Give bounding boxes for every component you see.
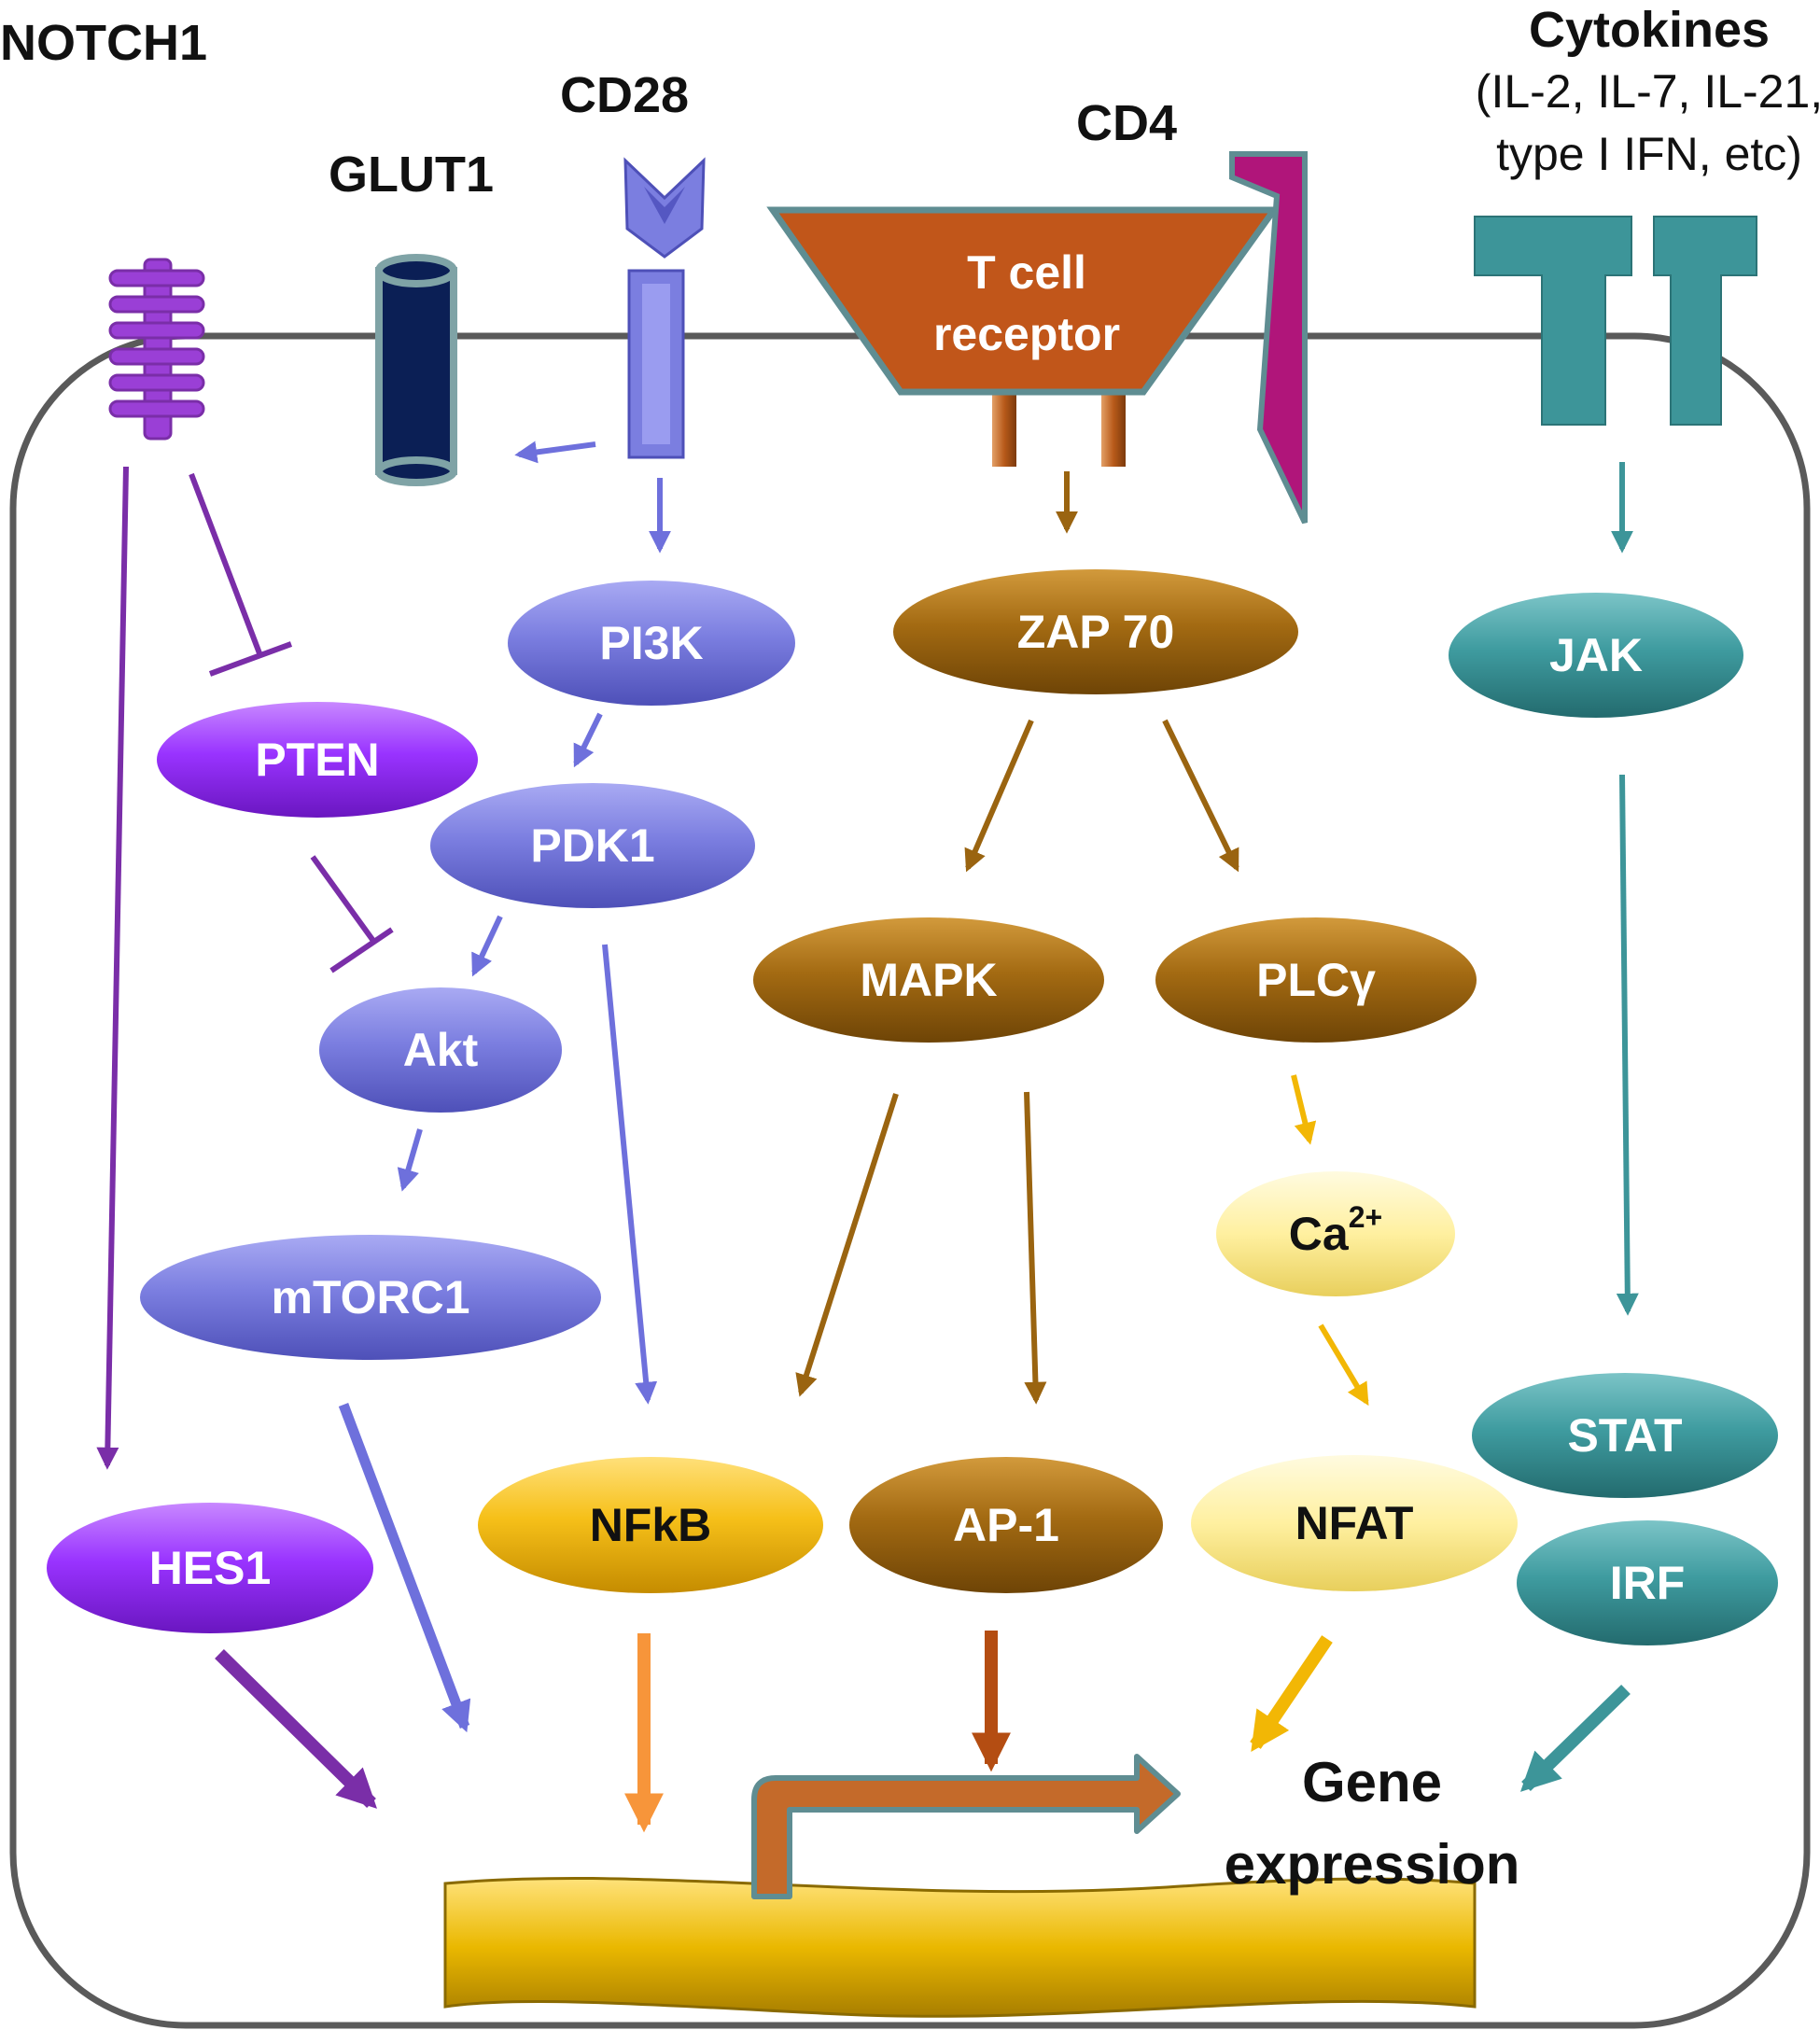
arrow-akt-to-mtorc1: [397, 1128, 423, 1192]
notch1-receptor-icon: [108, 258, 205, 441]
node-plcg-label: PLCγ: [1256, 954, 1376, 1006]
arrow-pdk1-to-akt: [471, 915, 503, 977]
arrow-cd28-to-glut1: [514, 441, 596, 464]
arrow-hes1-to-gene: [215, 1649, 377, 1809]
tcr-label-line2: receptor: [933, 308, 1120, 360]
arrow-pdk1-to-nfkb: [602, 944, 658, 1405]
notch1-label: NOTCH1: [0, 15, 207, 71]
node-irf: [1517, 1520, 1778, 1645]
node-akt: [319, 987, 562, 1113]
node-stat: [1472, 1373, 1778, 1498]
node-nfat-label: NFAT: [1295, 1497, 1414, 1549]
arrow-zap70-to-mapk: [964, 719, 1034, 873]
glut1-transporter-icon: [375, 254, 457, 486]
node-mtorc1-label: mTORC1: [271, 1271, 469, 1323]
node-zap70: [893, 569, 1298, 694]
arrow-ca-to-nfat: [1318, 1323, 1369, 1407]
arrow-nfat-to-gene: [1250, 1635, 1333, 1752]
arrow-notch1-to-hes1: [96, 466, 129, 1470]
node-pten: [157, 702, 478, 818]
arrow-zap70-to-plcg: [1162, 719, 1239, 873]
arrow-mapk-to-nfkb: [795, 1093, 899, 1397]
arrow-mtorc1-to-gene: [338, 1403, 471, 1733]
node-hes1: [47, 1503, 373, 1633]
node-akt-label: Akt: [403, 1024, 479, 1076]
inhibit-pten-to-akt: [310, 855, 394, 973]
node-plcg: [1155, 917, 1477, 1043]
node-pi3k: [508, 581, 795, 706]
cd28-label: CD28: [560, 67, 689, 123]
arrow-jak-to-stat: [1616, 774, 1639, 1316]
node-pten-label: PTEN: [255, 734, 379, 786]
node-hes1-label: HES1: [149, 1542, 272, 1594]
arrow-mapk-to-ap1: [1024, 1091, 1047, 1405]
node-pdk1: [430, 783, 755, 908]
node-ca-label: Ca2+: [1289, 1200, 1382, 1260]
node-jak-label: JAK: [1549, 629, 1643, 681]
node-mapk: [753, 917, 1104, 1043]
node-ca: [1216, 1171, 1455, 1296]
arrow-irf-to-gene: [1519, 1684, 1631, 1792]
cytokines-list-line1: (IL-2, IL-7, IL-21,: [1476, 65, 1820, 118]
cytokines-title: Cytokines: [1529, 2, 1770, 58]
cd4-label: CD4: [1076, 95, 1177, 151]
arrow-pi3k-to-pdk1: [573, 712, 603, 768]
tcr-label-line1: T cell: [967, 246, 1086, 299]
node-mtorc1: [140, 1235, 601, 1360]
gene-expression-label-line1: Gene: [1302, 1751, 1442, 1813]
cytokine-receptor-icon: [1474, 216, 1757, 426]
node-nfat: [1191, 1455, 1518, 1591]
node-nfkb-label: NFkB: [590, 1499, 712, 1551]
node-zap70-label: ZAP 70: [1017, 606, 1175, 658]
gene-expression-label-line2: expression: [1225, 1833, 1520, 1896]
tcr-receptor-icon: [766, 206, 1281, 467]
node-mapk-label: MAPK: [860, 954, 997, 1006]
node-irf-label: IRF: [1610, 1557, 1686, 1609]
transcription-start-arrow-icon: [751, 1754, 1181, 1899]
arrow-plcg-to-ca: [1291, 1074, 1317, 1145]
node-jak: [1449, 593, 1743, 718]
node-nfkb: [478, 1457, 823, 1593]
node-stat-label: STAT: [1567, 1409, 1682, 1462]
cytokines-list-line2: type I IFN, etc): [1496, 128, 1802, 180]
inhibit-notch1-to-pten: [189, 472, 293, 677]
cd4-coreceptor-icon: [1229, 151, 1308, 525]
node-pi3k-label: PI3K: [599, 617, 703, 669]
node-pdk1-label: PDK1: [530, 819, 654, 872]
glut1-label: GLUT1: [329, 147, 494, 203]
dna-bar-icon: [443, 1876, 1477, 2018]
node-ap1-label: AP-1: [953, 1499, 1059, 1551]
node-ap1: [849, 1457, 1163, 1593]
cd28-receptor-icon: [623, 157, 706, 459]
